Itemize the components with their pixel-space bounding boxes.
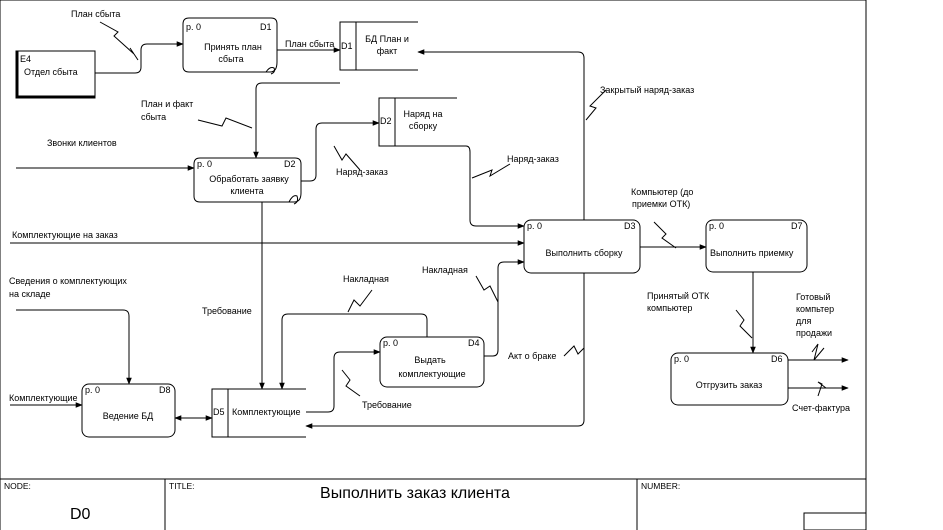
external-entity-code: E4 xyxy=(20,54,31,64)
process-code: D1 xyxy=(260,22,272,32)
flow-naryad-2 xyxy=(418,145,525,229)
process-name-line-1: Принять план xyxy=(204,42,262,52)
flow-label: Наряд-заказ xyxy=(336,167,388,177)
flow-label: Требование xyxy=(202,306,252,316)
title-caption: TITLE: xyxy=(169,481,195,491)
data-store-name-line-2: факт xyxy=(377,46,398,56)
process-code: D7 xyxy=(791,221,803,231)
data-store-name-line-1: Наряд на xyxy=(403,109,442,119)
flow-label: План сбыта xyxy=(285,39,334,49)
flow-label-line-2: приемки ОТК) xyxy=(632,199,690,209)
flow-svedeniya xyxy=(16,309,132,385)
data-store-name: Комплектующие xyxy=(232,407,301,417)
data-store-code: D1 xyxy=(341,41,353,51)
external-entity-e4[interactable]: E4 Отдел сбыта xyxy=(15,50,96,99)
data-store-name-line-2: сборку xyxy=(409,121,438,131)
process-code: D3 xyxy=(624,221,636,231)
process-name: Ведение БД xyxy=(103,411,154,421)
flow-label: Закрытый наряд-заказ xyxy=(600,85,694,95)
process-page: р. 0 xyxy=(527,221,542,231)
flow-akt xyxy=(305,273,585,429)
data-store-d1[interactable]: D1 БД План и факт xyxy=(339,21,418,71)
flow-label: План сбыта xyxy=(71,9,120,19)
external-entity-label: Отдел сбыта xyxy=(24,67,78,77)
flow-label-leaders xyxy=(99,21,827,397)
flow-label: Акт о браке xyxy=(508,351,556,361)
data-store-name-line-1: БД План и xyxy=(365,34,409,44)
process-name: Выполнить сборку xyxy=(546,248,623,258)
flow-nakladnaya-1 xyxy=(279,313,428,390)
flow-plan-fakt xyxy=(253,82,340,159)
flow-label-line-1: План и факт xyxy=(141,99,193,109)
process-d6[interactable]: р. 0 D6 Отгрузить заказ xyxy=(670,352,789,406)
flow-label-line-2: на складе xyxy=(9,289,51,299)
process-page: р. 0 xyxy=(186,22,201,32)
flow-label-line-1: Готовый xyxy=(796,292,830,302)
title-block: NODE: D0 TITLE: Выполнить заказ клиента … xyxy=(4,481,680,523)
flow-trebovanie-2 xyxy=(306,349,381,413)
flow-labels: План сбыта План сбыта План и факт сбыта … xyxy=(9,9,850,413)
flow-label: Комплектующие xyxy=(9,393,78,403)
process-code: D2 xyxy=(284,159,296,169)
node-value: D0 xyxy=(70,506,91,523)
flow-naryad-1 xyxy=(301,120,380,182)
flow-lines xyxy=(10,41,849,429)
process-page: р. 0 xyxy=(85,385,100,395)
flow-label-line-2: сбыта xyxy=(141,112,166,122)
data-store-d5[interactable]: D5 Комплектующие xyxy=(211,388,306,438)
flow-label-line-4: продажи xyxy=(796,328,832,338)
process-d8[interactable]: р. 0 D8 Ведение БД xyxy=(81,383,176,438)
flow-plan-sbyta-1 xyxy=(95,41,184,74)
flow-label: Звонки клиентов xyxy=(47,138,117,148)
flow-label-line-1: Сведения о комплектующих xyxy=(9,276,127,286)
flow-nakladnaya-2 xyxy=(484,259,525,357)
flow-label-line-1: Компьютер (до xyxy=(631,187,693,197)
process-page: р. 0 xyxy=(674,354,689,364)
node-caption: NODE: xyxy=(4,481,31,491)
data-store-d2[interactable]: D2 Наряд на сборку xyxy=(378,97,457,147)
flow-label-line-2: компьютер xyxy=(647,303,692,313)
data-store-code: D2 xyxy=(380,116,392,126)
process-d2[interactable]: р. 0 D2 Обработать заявку клиента xyxy=(193,157,302,205)
process-d7[interactable]: р. 0 D7 Выполнить приемку xyxy=(705,219,808,273)
process-name-line-2: клиента xyxy=(230,186,263,196)
flow-label: Накладная xyxy=(343,274,389,284)
flow-label: Требование xyxy=(362,400,412,410)
flow-label: Комплектующие на заказ xyxy=(12,230,118,240)
process-name: Отгрузить заказ xyxy=(696,380,763,390)
process-page: р. 0 xyxy=(709,221,724,231)
process-d3[interactable]: р. 0 D3 Выполнить сборку xyxy=(523,219,641,274)
process-page: р. 0 xyxy=(383,338,398,348)
process-code: D6 xyxy=(771,354,783,364)
diagram-title: Выполнить заказ клиента xyxy=(320,485,510,502)
process-name-line-1: Выдать xyxy=(414,355,446,365)
flow-label-line-1: Принятый ОТК xyxy=(647,291,710,301)
number-caption: NUMBER: xyxy=(641,481,680,491)
flow-label: Накладная xyxy=(422,265,468,275)
flow-label-line-2: компьтер xyxy=(796,304,834,314)
process-name-line-1: Обработать заявку xyxy=(209,174,289,184)
process-page: р. 0 xyxy=(197,159,212,169)
flow-zakrytyi xyxy=(417,49,585,220)
diagram-frame xyxy=(0,0,867,530)
data-store-code: D5 xyxy=(213,407,225,417)
process-code: D8 xyxy=(159,385,171,395)
flow-label-line-3: для xyxy=(796,316,812,326)
process-name-line-2: комплектующие xyxy=(398,369,465,379)
process-d4[interactable]: р. 0 D4 Выдать комплектующие xyxy=(379,336,485,388)
flow-label: Счет-фактура xyxy=(792,403,850,413)
flow-label: Наряд-заказ xyxy=(507,154,559,164)
process-d1[interactable]: р. 0 D1 Принять план сбыта xyxy=(182,17,278,75)
process-code: D4 xyxy=(468,338,480,348)
process-name-line-2: сбыта xyxy=(218,54,243,64)
process-name: Выполнить приемку xyxy=(710,248,794,258)
